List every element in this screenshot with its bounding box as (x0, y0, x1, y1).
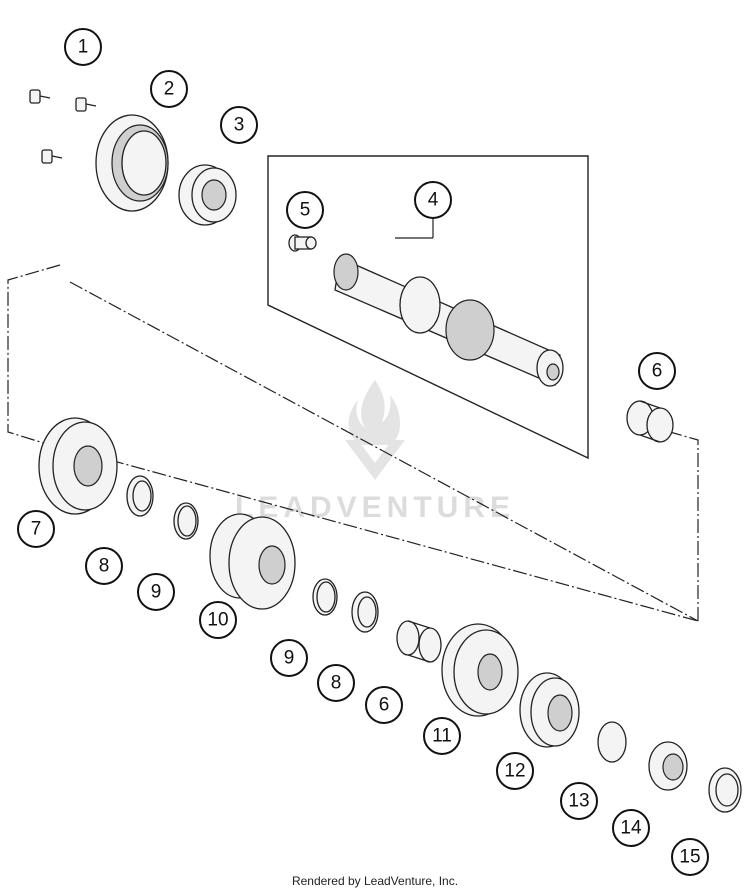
callout-6-label: 6 (652, 361, 663, 382)
gear-part-7 (38, 417, 118, 515)
washer-part-8-lower (351, 591, 379, 633)
callout-9-lower[interactable]: 9 (270, 639, 308, 677)
needle-bushing-part-6-lower (396, 620, 442, 663)
assembly-dashed-axis (69, 281, 699, 622)
callout-9-lower-label: 9 (284, 648, 295, 669)
callout-15-label: 15 (679, 847, 700, 868)
callout-6-lower[interactable]: 6 (365, 686, 403, 724)
callout-5-label: 5 (300, 200, 311, 221)
assembly-dashed-lower (109, 459, 699, 622)
transmission-shaft-part-4 (333, 253, 564, 387)
v-mark-icon (345, 440, 405, 480)
callout-7-label: 7 (31, 519, 42, 540)
callout-14-label: 14 (620, 818, 642, 839)
washer-part-13 (597, 721, 627, 763)
callout-12-label: 12 (504, 761, 525, 782)
callout-6-lower-label: 6 (379, 695, 390, 716)
assembly-dashed-line (7, 264, 61, 446)
callout-14[interactable]: 14 (612, 809, 650, 847)
callout-8-lower-label: 8 (331, 673, 342, 694)
callout-7[interactable]: 7 (17, 510, 55, 548)
plug-part-5 (288, 234, 317, 252)
callout-10[interactable]: 10 (199, 601, 237, 639)
assembly-dashed-return (669, 431, 699, 621)
callout-4-label: 4 (428, 190, 439, 211)
double-gear-part-10 (209, 513, 296, 610)
gear-part-12 (519, 672, 580, 748)
callout-11-label: 11 (432, 726, 452, 747)
callout-12[interactable]: 12 (496, 752, 534, 790)
callout-3-label: 3 (234, 115, 245, 136)
bearing-retainer-part-2 (95, 114, 169, 212)
callout-8-lower[interactable]: 8 (317, 664, 355, 702)
callout-8[interactable]: 8 (85, 547, 123, 585)
callout-13-label: 13 (568, 791, 589, 812)
callout-2[interactable]: 2 (150, 70, 188, 108)
needle-bushing-part-6 (626, 400, 674, 443)
washer-part-15 (708, 767, 742, 813)
callout-2-label: 2 (164, 79, 175, 100)
circlip-part-9-lower (312, 578, 338, 616)
circlip-part-9 (173, 502, 199, 540)
bearing-part-3 (178, 164, 237, 226)
callout-1-label: 1 (78, 37, 89, 58)
callout-10-label: 10 (207, 610, 228, 631)
callout-9-label: 9 (151, 582, 162, 603)
callout-4[interactable]: 4 (414, 181, 452, 219)
screw-part-1 (29, 89, 97, 164)
watermark: LEADVENTURE (235, 380, 515, 524)
flame-icon (348, 380, 401, 445)
washer-part-8 (126, 475, 154, 517)
callout-15[interactable]: 15 (671, 838, 709, 876)
callout-13[interactable]: 13 (560, 782, 598, 820)
footer-credit: Rendered by LeadVenture, Inc. (291, 874, 459, 888)
callout-3[interactable]: 3 (220, 106, 258, 144)
bearing-part-14 (648, 741, 688, 791)
gear-part-11 (441, 623, 519, 717)
callout-8-label: 8 (99, 556, 110, 577)
watermark-brand: LEADVENTURE (235, 491, 515, 524)
callout-6[interactable]: 6 (638, 352, 676, 390)
callout-5[interactable]: 5 (286, 191, 324, 229)
callout-9[interactable]: 9 (137, 573, 175, 611)
callout-11[interactable]: 11 (423, 717, 461, 755)
callout-1[interactable]: 1 (64, 28, 102, 66)
